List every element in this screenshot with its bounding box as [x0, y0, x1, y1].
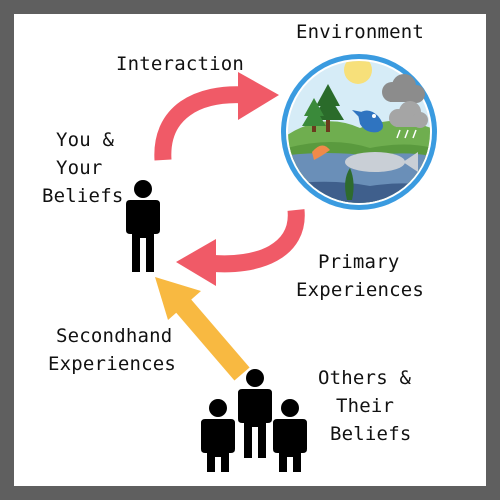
- you-label-line1: You &: [56, 129, 115, 151]
- people-group-icon: [201, 369, 307, 472]
- secondhand-label-line1: Secondhand: [56, 325, 173, 347]
- you-label-line3: Beliefs: [42, 185, 124, 207]
- others-label-line1: Others &: [318, 367, 412, 389]
- you-label-line2: Your: [56, 157, 103, 179]
- tree-icon: [302, 84, 344, 132]
- interaction-label: Interaction: [116, 53, 245, 75]
- environment-label: Environment: [296, 21, 425, 43]
- person-icon: [273, 399, 307, 472]
- others-label-line2: Their: [336, 395, 395, 417]
- bird-icon: [352, 110, 383, 133]
- interaction-arrow: [154, 72, 279, 161]
- others-label-line3: Beliefs: [330, 423, 412, 445]
- person-icon: [238, 369, 272, 458]
- environment-scene-icon: [281, 54, 437, 210]
- primary-experiences-arrow: [176, 209, 305, 286]
- person-icon: [201, 399, 235, 472]
- cloud-icon: [382, 74, 428, 139]
- person-icon: [126, 180, 160, 272]
- primary-label-line1: Primary: [318, 251, 400, 273]
- secondhand-label-line2: Experiences: [48, 353, 177, 375]
- secondhand-experiences-arrow: [155, 277, 250, 381]
- primary-label-line2: Experiences: [296, 279, 425, 301]
